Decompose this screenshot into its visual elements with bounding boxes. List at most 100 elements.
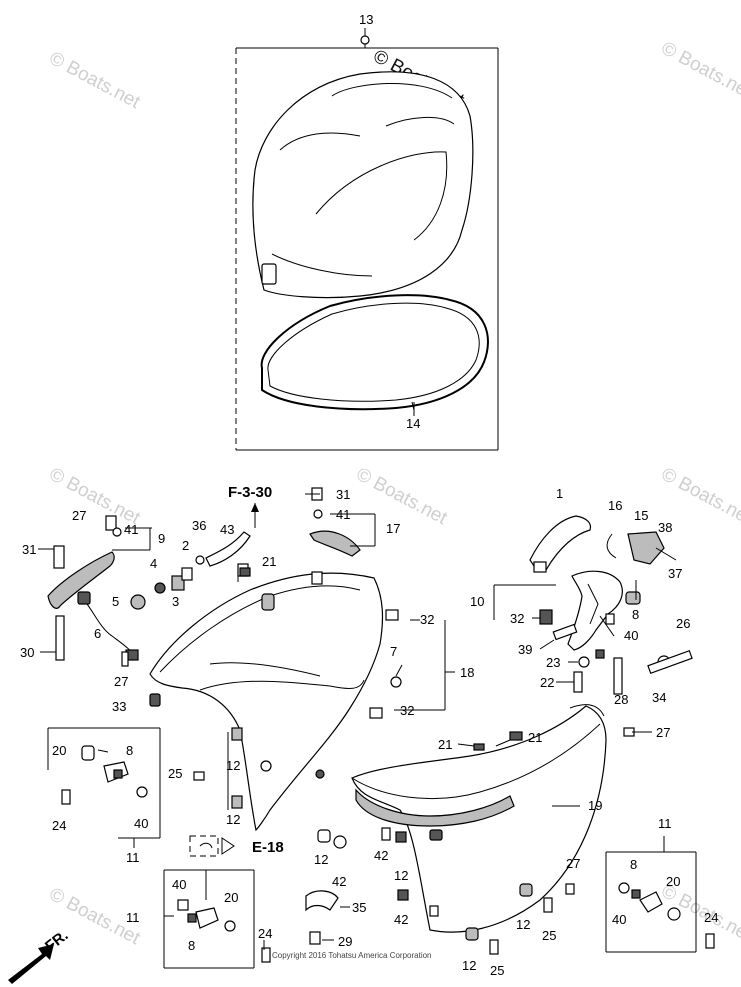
callouts: 13 14 1 16 15 38 37 31 41 17 27 41 9 31 … [20,12,718,978]
callout-21-right: 21 [528,730,542,745]
callout-25-mid: 25 [542,928,556,943]
callout-35: 35 [352,900,366,915]
callout-15: 15 [634,508,648,523]
callout-27-right: 27 [656,725,670,740]
clip-7 [390,676,402,688]
callout-10: 10 [470,594,484,609]
callout-8-left: 8 [126,743,133,758]
callout-16: 16 [608,498,622,513]
grommet-13 [360,35,370,45]
callout-11-bottom: 11 [126,910,140,925]
knob-5 [130,594,146,610]
bolt-31 [53,545,65,569]
lower-cowl [149,572,384,832]
cowl-seal [260,294,489,411]
watermark: © Boats.net [46,464,144,530]
callout-8-bottom: 8 [188,938,195,953]
callout-12-d: 12 [394,868,408,883]
pin-39 [552,623,578,641]
callout-26: 26 [676,616,690,631]
clip-32 [385,609,399,621]
top-cowl [252,71,474,299]
reference-e-18: E-18 [189,835,284,857]
latch-15 [627,531,665,565]
watermark: © Boats.net [46,48,144,114]
callout-11-left: 11 [126,850,140,865]
callout-8-bright: 8 [630,857,637,872]
callout-31-left: 31 [22,542,36,557]
callout-18: 18 [460,665,474,680]
callout-33: 33 [112,699,126,714]
callout-12-c: 12 [314,852,328,867]
callout-21-top: 21 [262,554,276,569]
callout-14: 14 [406,416,420,431]
callout-12-a: 12 [226,758,240,773]
callout-27-mid: 27 [114,674,128,689]
callout-42-a: 42 [332,874,346,889]
clamp-35 [305,890,339,912]
callout-38: 38 [658,520,672,535]
callout-28: 28 [614,692,628,707]
callout-37: 37 [668,566,682,581]
callout-1: 1 [556,486,563,501]
callout-32-b: 32 [400,703,414,718]
lower-cowl-group [149,567,402,832]
mount-bushing [261,593,275,611]
callout-12-f: 12 [462,958,476,973]
callout-3: 3 [172,594,179,609]
reference-f-3-30: F-3-30 [228,484,272,528]
front-arrow: FR. [8,927,72,984]
latch-bracket [47,551,115,609]
cap-17 [309,530,361,557]
callout-40-right: 40 [624,628,638,643]
callout-42-c: 42 [394,912,408,927]
breather-hose-1 [529,515,592,573]
lock-group-left [47,727,161,839]
bolt-28 [613,657,623,695]
callout-25-left: 25 [168,766,182,781]
callout-24-right: 24 [704,910,718,925]
callout-32-a: 32 [420,612,434,627]
callout-32-c: 32 [510,611,524,626]
grommet-3 [171,575,185,591]
badge-icon [261,263,277,285]
callout-20-left: 20 [52,743,66,758]
misc-fasteners [305,727,635,955]
lock-group-right [605,851,715,953]
callout-23: 23 [546,655,560,670]
callout-43: 43 [220,522,234,537]
leader-lines [38,401,665,950]
callout-41-left: 41 [124,522,138,537]
callout-12-e: 12 [516,917,530,932]
bolt-22 [573,671,583,693]
callout-40-bottom: 40 [172,877,186,892]
ref-f-3-30: F-3-30 [228,484,272,501]
callout-20-bottom: 20 [224,890,238,905]
callout-13: 13 [359,12,373,27]
watermark: © Boats.net [658,38,741,104]
bolt-26 [647,649,693,675]
callout-4: 4 [150,556,157,571]
callout-36: 36 [192,518,206,533]
callout-24-left: 24 [52,818,66,833]
top-cowl-group [235,28,499,451]
callout-25-bottom: 25 [490,963,504,978]
hose-43 [205,531,251,567]
bolt-27 [105,515,117,531]
watermark: © Boats.net [353,464,451,530]
callout-34: 34 [652,690,666,705]
callout-40-bright: 40 [612,912,626,927]
lock-group-bottom-left [163,869,271,969]
callout-7: 7 [390,644,397,659]
callout-8-right: 8 [632,607,639,622]
callout-5: 5 [112,594,119,609]
callout-39: 39 [518,642,532,657]
ref-e-18: E-18 [252,839,284,856]
callout-17: 17 [386,521,400,536]
callout-9: 9 [158,531,165,546]
callout-22: 22 [540,675,554,690]
callout-42-b: 42 [374,848,388,863]
callout-12-b: 12 [226,812,240,827]
callout-27-bottom: 27 [566,856,580,871]
